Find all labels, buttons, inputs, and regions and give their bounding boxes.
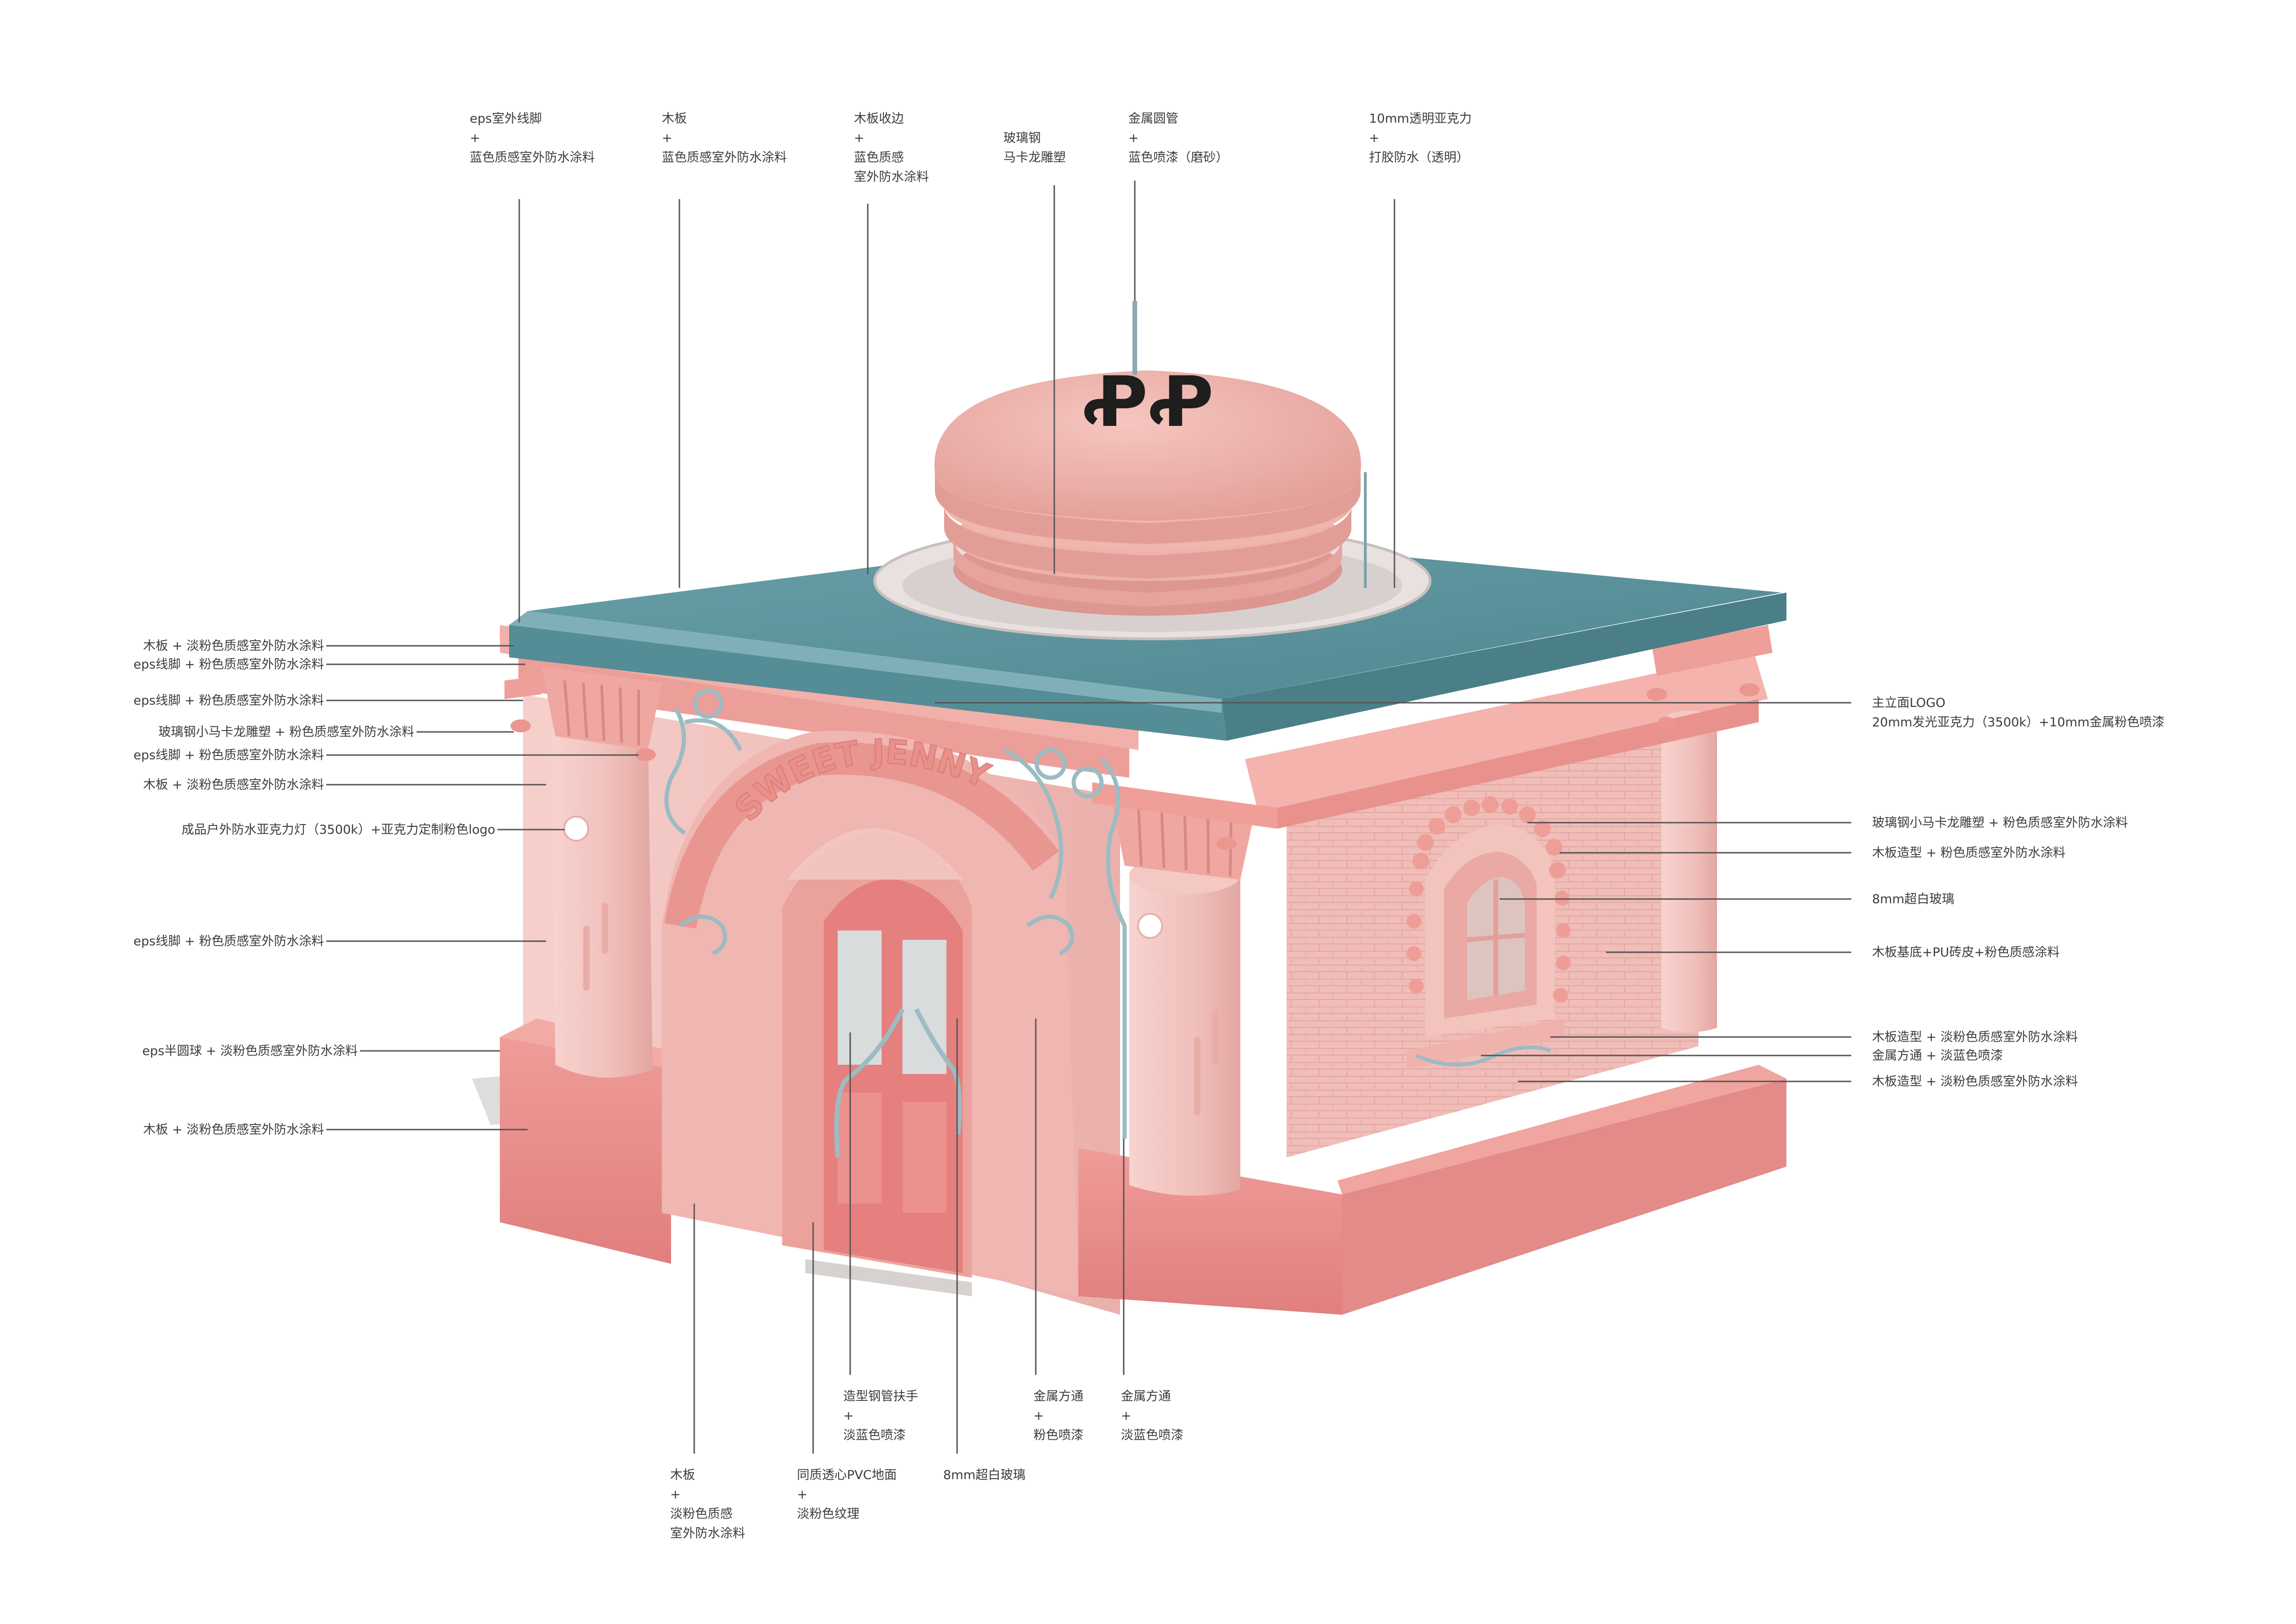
door-panel-left (838, 1093, 882, 1204)
column-mid (1129, 856, 1240, 1196)
macaron-sculpture: ꝒꝒ (934, 362, 1361, 616)
bottom-label: + (670, 1487, 681, 1502)
top-label: 木板收边 (854, 112, 904, 126)
door-canopy (787, 828, 963, 880)
top-label: + (854, 131, 865, 145)
door-glass-left (838, 931, 882, 1065)
column-left (551, 704, 653, 1078)
bottom-label: 金属方通 (1121, 1389, 1171, 1404)
left-label: eps半圆球 + 淡粉色质感室外防水涂料 (142, 1044, 358, 1058)
side-window (1406, 796, 1571, 1069)
top-labels: eps室外线脚 + 蓝色质感室外防水涂料 木板 + 蓝色质感室外防水涂料 木板收… (470, 112, 1472, 184)
bottom-label: + (797, 1487, 808, 1502)
arch-band (664, 742, 1059, 929)
bottom-label: 8mm超白玻璃 (943, 1468, 1026, 1482)
right-wall-band (1245, 653, 1768, 815)
cornice-left-lower (504, 676, 541, 699)
roof-right-edge (1222, 593, 1786, 741)
macaron-logo: ꝒꝒ (1082, 362, 1213, 443)
left-labels: 木板 + 淡粉色质感室外防水涂料 eps线脚 + 粉色质感室外防水涂料 eps线… (133, 639, 495, 1137)
cornice-mid (1092, 782, 1277, 829)
right-label: 木板基底+PU砖皮+粉色质感涂料 (1872, 945, 2060, 960)
top-label: eps室外线脚 (470, 112, 542, 126)
right-label: 玻璃钢小马卡龙雕塑 + 粉色质感室外防水涂料 (1872, 816, 2128, 830)
bottom-label: 金属方通 (1033, 1389, 1083, 1404)
right-label: 木板造型 + 淡粉色质感室外防水涂料 (1872, 1030, 2078, 1044)
right-label: 20mm发光亚克力（3500k）+10mm金属粉色喷漆 (1872, 715, 2165, 730)
left-label: eps线脚 + 粉色质感室外防水涂料 (133, 934, 324, 949)
leader-lines (326, 181, 1851, 1454)
wall-light-left (563, 816, 589, 842)
bottom-labels: 造型钢管扶手 + 淡蓝色喷漆 金属方通 + 粉色喷漆 金属方通 + 淡蓝色喷漆 … (670, 1389, 1183, 1541)
right-label: 8mm超白玻璃 (1872, 892, 1954, 906)
bottom-label: + (1121, 1409, 1132, 1423)
left-label: 木板 + 淡粉色质感室外防水涂料 (143, 1123, 324, 1137)
bottom-label: + (843, 1409, 854, 1423)
top-label: 蓝色质感室外防水涂料 (470, 150, 595, 165)
bottom-label: + (1033, 1409, 1044, 1423)
bottom-label: 淡蓝色喷漆 (843, 1428, 906, 1443)
bottom-label: 淡蓝色喷漆 (1121, 1428, 1183, 1443)
front-plinth-right (1078, 1148, 1342, 1315)
left-label: eps线脚 + 粉色质感室外防水涂料 (133, 748, 324, 762)
roof-rim (509, 611, 1222, 713)
right-label: 木板造型 + 淡粉色质感室外防水涂料 (1872, 1074, 2078, 1089)
left-label: 木板 + 淡粉色质感室外防水涂料 (143, 639, 324, 653)
top-label: 金属圆管 (1128, 112, 1178, 126)
right-plinth-top (1338, 1065, 1786, 1194)
right-label: 木板造型 + 粉色质感室外防水涂料 (1872, 846, 2066, 860)
left-label: 成品户外防水亚克力灯（3500k）+亚克力定制粉色logo (181, 823, 495, 837)
top-label: + (470, 131, 480, 145)
top-label: 木板 (662, 112, 687, 126)
bottom-label: 淡粉色质感 (670, 1507, 733, 1521)
right-labels: 主立面LOGO 20mm发光亚克力（3500k）+10mm金属粉色喷漆 玻璃钢小… (1872, 696, 2165, 1089)
left-label: 玻璃钢小马卡龙雕塑 + 粉色质感室外防水涂料 (158, 725, 414, 739)
top-label: 蓝色质感室外防水涂料 (662, 150, 787, 165)
right-plinth (1342, 1079, 1786, 1315)
top-label: 玻璃钢 (1003, 131, 1041, 145)
left-label: eps线脚 + 粉色质感室外防水涂料 (133, 693, 324, 708)
top-label: 马卡龙雕塑 (1003, 150, 1066, 165)
left-label: 木板 + 淡粉色质感室外防水涂料 (143, 778, 324, 792)
cornice-knobs (510, 683, 1760, 850)
frieze-left (518, 648, 1129, 778)
top-label: 打胶防水（透明） (1369, 150, 1469, 165)
column-right (1661, 711, 1717, 1032)
bottom-label: 室外防水涂料 (670, 1526, 745, 1541)
top-label: 蓝色质感 (854, 150, 904, 165)
top-label: + (1128, 131, 1139, 145)
top-label: 室外防水涂料 (854, 170, 929, 184)
cornice-right-upper (1652, 625, 1773, 676)
door-panel-right (902, 1102, 946, 1213)
bottom-label: 木板 (670, 1468, 695, 1482)
left-label: eps线脚 + 粉色质感室外防水涂料 (133, 657, 324, 672)
top-label: + (1369, 131, 1380, 145)
top-label: + (662, 131, 672, 145)
top-label: 10mm透明亚克力 (1369, 112, 1472, 126)
right-label: 主立面LOGO (1872, 696, 1946, 710)
capital-left-flutes (563, 680, 640, 745)
roof-front-edge (509, 625, 1226, 741)
door-threshold (805, 1259, 972, 1296)
capital-mid-flutes (1137, 807, 1232, 877)
bottom-label: 淡粉色纹理 (797, 1507, 859, 1521)
cornice-right (1277, 699, 1759, 829)
handrail-curves (834, 1008, 962, 1158)
front-plinth-left (500, 1037, 671, 1264)
top-label: 蓝色喷漆（磨砂） (1128, 150, 1228, 165)
metal-scrolls (664, 688, 1127, 1139)
bottom-label: 造型钢管扶手 (843, 1389, 918, 1404)
wall-light-right (1137, 913, 1163, 939)
bottom-label: 粉色喷漆 (1033, 1428, 1083, 1443)
bottom-label: 同质透心PVC地面 (797, 1468, 897, 1482)
right-label: 金属方通 + 淡蓝色喷漆 (1872, 1049, 2003, 1063)
